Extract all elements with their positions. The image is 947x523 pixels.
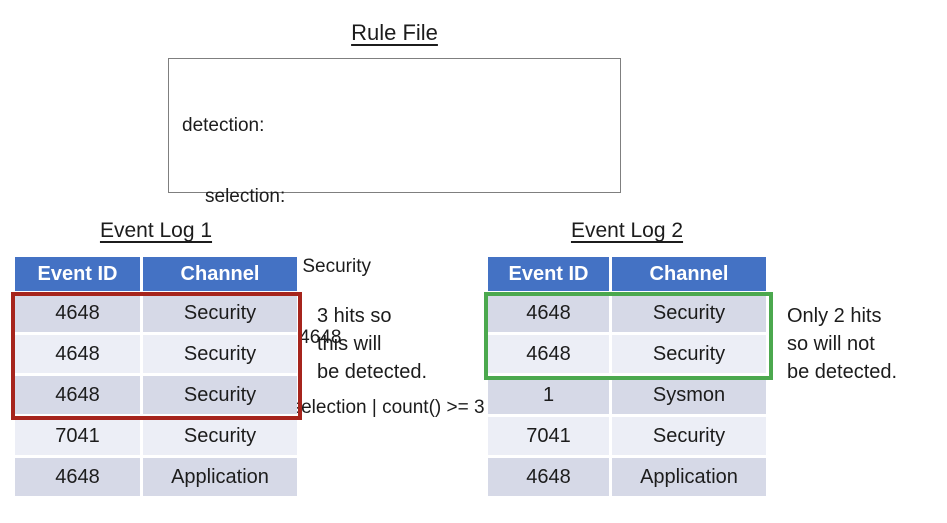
channel-cell: Security — [143, 335, 297, 373]
note-detected: 3 hits so this will be detected. — [317, 302, 427, 386]
event-id-cell: 1 — [488, 376, 609, 414]
event-id-cell: 4648 — [15, 294, 140, 332]
event-log-2-table: Event ID Channel 4648 Security 4648 Secu… — [488, 257, 766, 496]
column-header-event-id: Event ID — [488, 257, 609, 291]
event-id-cell: 4648 — [15, 376, 140, 414]
channel-cell: Security — [143, 376, 297, 414]
note-line: Only 2 hits — [787, 305, 882, 327]
event-id-cell: 4648 — [488, 294, 609, 332]
rule-line-condition: condition: selection | count() >= 3 — [205, 397, 485, 418]
channel-cell: Sysmon — [612, 376, 766, 414]
column-header-channel: Channel — [612, 257, 766, 291]
note-line: 3 hits so — [317, 305, 392, 327]
event-log-1-table: Event ID Channel 4648 Security 4648 Secu… — [15, 257, 297, 496]
column-header-channel: Channel — [143, 257, 297, 291]
channel-cell: Application — [612, 458, 766, 496]
channel-cell: Application — [143, 458, 297, 496]
event-id-cell: 4648 — [488, 458, 609, 496]
rule-line-selection: selection: — [205, 185, 286, 207]
note-line: this will — [317, 333, 382, 355]
event-log-2-title: Event Log 2 — [570, 219, 684, 242]
rule-file-box: detection: selection: Channel: Security … — [168, 58, 621, 418]
event-log-1-title: Event Log 1 — [99, 219, 213, 242]
channel-cell: Security — [143, 294, 297, 332]
column-header-event-id: Event ID — [15, 257, 140, 291]
rule-file-title: Rule File — [351, 20, 438, 45]
rule-line-detection: detection: — [182, 115, 265, 136]
event-id-cell: 7041 — [488, 417, 609, 455]
note-not-detected: Only 2 hits so will not be detected. — [787, 302, 897, 386]
event-id-cell: 4648 — [15, 458, 140, 496]
channel-cell: Security — [612, 417, 766, 455]
note-line: so will not — [787, 333, 875, 355]
event-id-cell: 7041 — [15, 417, 140, 455]
event-id-cell: 4648 — [15, 335, 140, 373]
channel-cell: Security — [612, 335, 766, 373]
note-line: be detected. — [787, 361, 898, 383]
channel-cell: Security — [612, 294, 766, 332]
event-id-cell: 4648 — [488, 335, 609, 373]
note-line: be detected. — [317, 361, 428, 383]
channel-cell: Security — [143, 417, 297, 455]
